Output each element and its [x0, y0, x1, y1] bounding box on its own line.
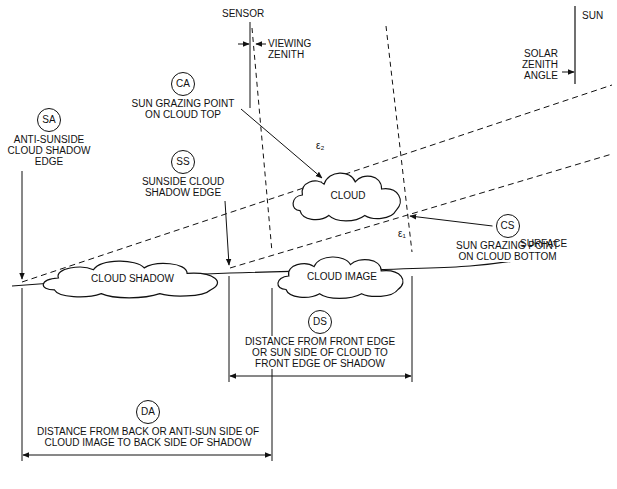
cloud-label: CLOUD IMAGE: [272, 271, 412, 282]
callout-circle: SAANTI-SUNSIDE CLOUD SHADOW EDGE: [6, 108, 92, 167]
cloud-shape: CLOUD: [288, 165, 408, 225]
cloud-shadow-shape: CLOUD SHADOW: [35, 255, 230, 301]
angle-arrow: [562, 72, 574, 73]
view-line: [386, 26, 412, 252]
dimension-line: [230, 376, 411, 377]
extension-line: [229, 276, 230, 382]
leader-line: [410, 216, 493, 226]
callout-circle: DADISTANCE FROM BACK OR ANTI-SUN SIDE OF…: [32, 400, 264, 448]
callout-code: DS: [308, 310, 332, 334]
extension-line: [412, 276, 413, 382]
sun-ray: [22, 85, 612, 282]
callout-code: SA: [37, 108, 61, 132]
callout-code: SS: [171, 150, 195, 174]
callout-circle: CASUN GRAZING POINT ON CLOUD TOP: [128, 72, 238, 120]
callout-code: DA: [136, 400, 160, 424]
callout-circle: SSSUNSIDE CLOUD SHADOW EDGE: [128, 150, 238, 198]
callout-text: DISTANCE FROM FRONT EDGE OR SUN SIDE OF …: [240, 336, 400, 369]
angle-arrow: [256, 44, 266, 45]
callout-text: SUN GRAZING POINT ON CLOUD TOP: [128, 98, 238, 120]
leader-line: [241, 109, 322, 178]
sun-label: SUN: [582, 10, 614, 21]
callout-code: CS: [496, 214, 520, 238]
angle-symbol: ε₁: [398, 228, 418, 239]
callout-circle: DSDISTANCE FROM FRONT EDGE OR SUN SIDE O…: [240, 310, 400, 369]
callout-text: DISTANCE FROM BACK OR ANTI-SUN SIDE OF C…: [32, 426, 264, 448]
angle-arrow: [238, 44, 249, 45]
sun-line: [574, 6, 575, 84]
dimension-line: [23, 455, 271, 456]
cloud-label: CLOUD: [288, 190, 408, 201]
leader-line: [225, 201, 229, 265]
cloud-image-shape: CLOUD IMAGE: [272, 250, 412, 302]
callout-text: SUNSIDE CLOUD SHADOW EDGE: [128, 176, 238, 198]
sun-ray: [230, 154, 612, 268]
callout-code: CA: [171, 72, 195, 96]
sensor-label: SENSOR: [222, 8, 282, 19]
extension-line: [272, 288, 273, 461]
cloud-label: CLOUD SHADOW: [35, 273, 230, 284]
sensor-line: [250, 22, 251, 108]
surface-label: SURFACE: [520, 238, 580, 249]
angle-label: VIEWING ZENITH: [268, 38, 330, 60]
extension-line: [22, 288, 23, 461]
leader-line: [22, 171, 23, 279]
angle-symbol: ε₂: [316, 140, 336, 151]
callout-text: ANTI-SUNSIDE CLOUD SHADOW EDGE: [6, 134, 92, 167]
view-line: [252, 28, 272, 252]
angle-label: SOLAR ZENITH ANGLE: [488, 48, 558, 81]
